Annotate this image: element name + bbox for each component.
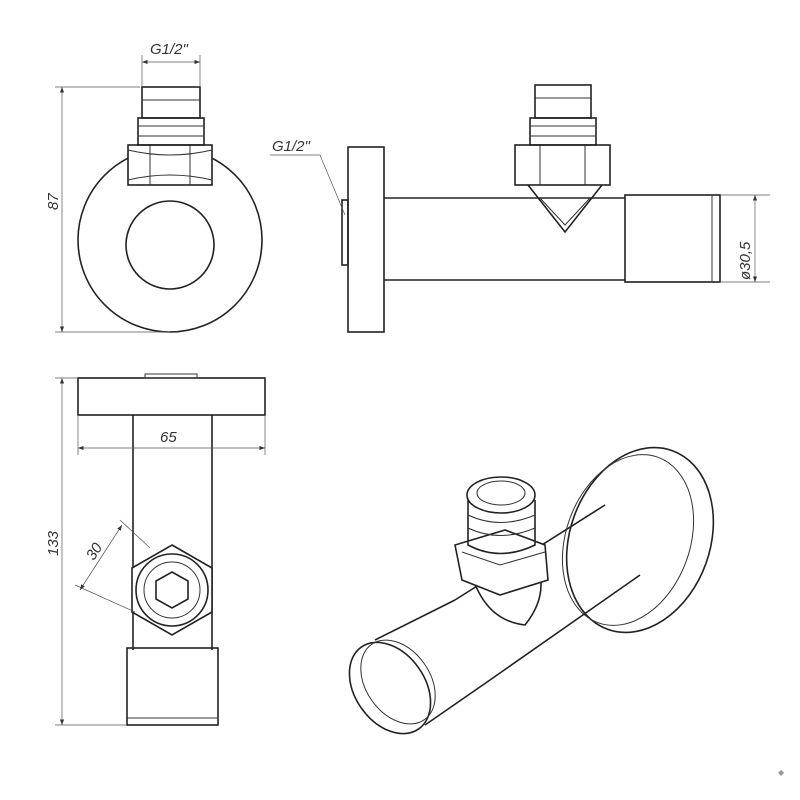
length-dimension-label: 133 bbox=[45, 530, 62, 556]
isometric-view bbox=[348, 446, 715, 735]
corner-mark-icon: ◆ bbox=[778, 768, 785, 777]
nut-dimension-label: 30 bbox=[83, 539, 107, 563]
side-view: G1/2" ø30,5 bbox=[270, 84, 770, 333]
height-dimension-label: 87 bbox=[45, 193, 62, 210]
diameter-dimension-label: ø30,5 bbox=[737, 241, 754, 280]
width-dimension-label: 65 bbox=[160, 429, 177, 446]
side-thread-label: G1/2" bbox=[272, 138, 311, 155]
front-thread-label: G1/2" bbox=[150, 41, 189, 58]
front-view: G1/2" 87 bbox=[45, 41, 263, 333]
top-view: 65 133 30 bbox=[45, 373, 266, 726]
